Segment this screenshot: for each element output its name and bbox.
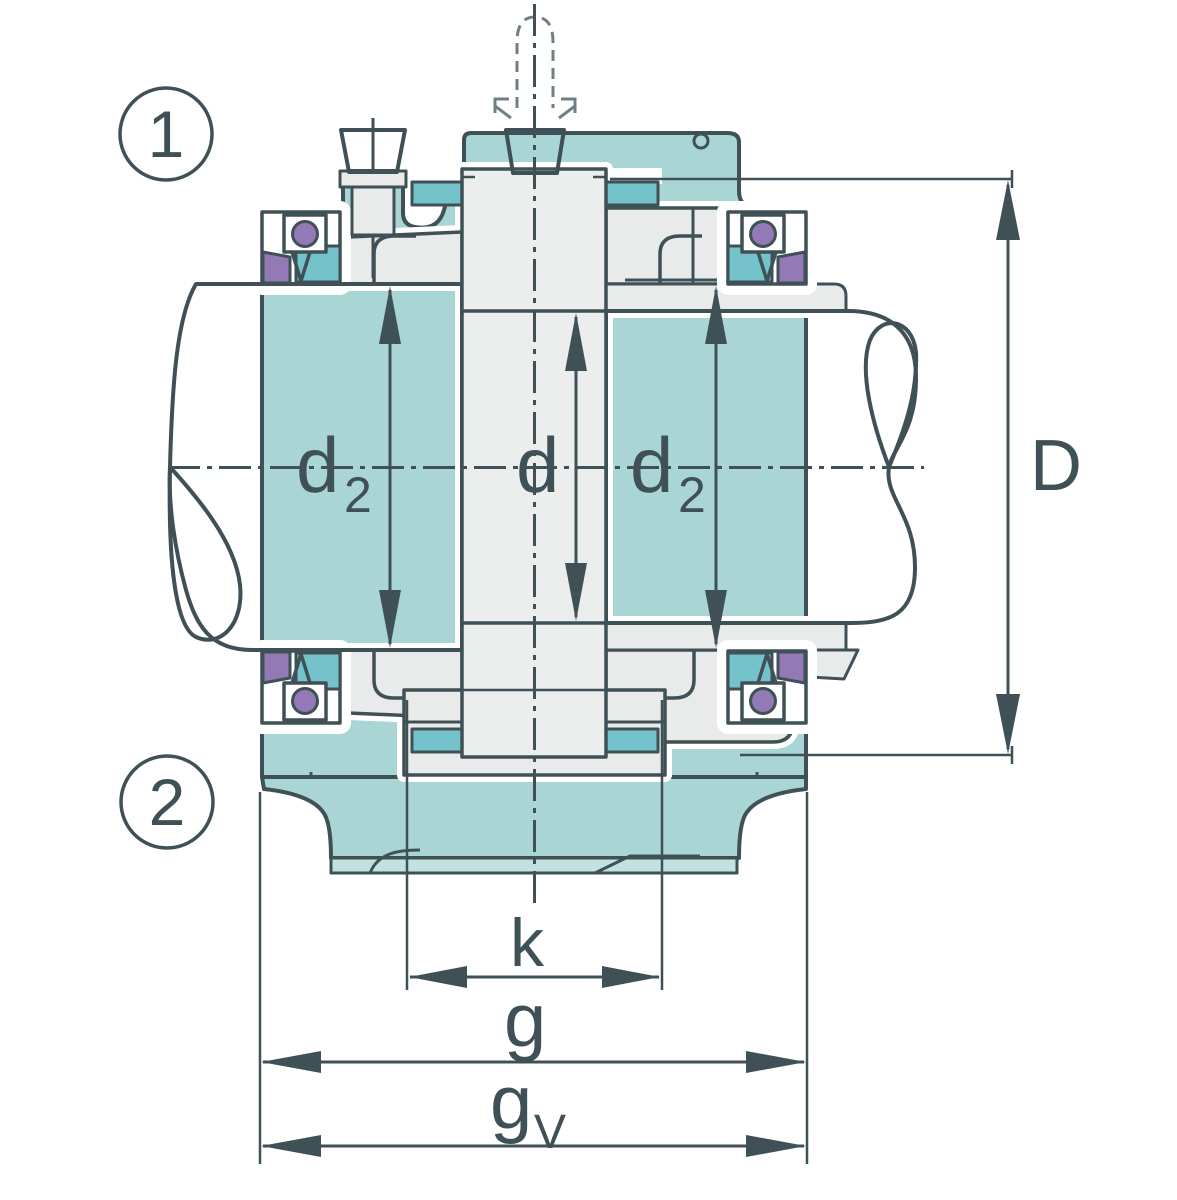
left-nipple-stem	[350, 185, 396, 237]
alt-nipple-hook-left	[493, 97, 512, 120]
bottom-right-retainer-hook	[652, 650, 696, 700]
g-arrowhead-right	[746, 1051, 806, 1073]
lube-groove-bottom-right	[604, 727, 660, 754]
callout-2-number: 2	[149, 765, 186, 839]
lube-groove-right	[604, 180, 660, 207]
gv-arrowhead-right	[746, 1135, 806, 1157]
dimension-gv	[261, 1135, 806, 1157]
cap-oil-hole	[692, 132, 710, 150]
callout-1: 1	[118, 86, 214, 182]
bottom-left-retainer-hook	[372, 650, 416, 700]
base-foot-detail-left	[368, 848, 421, 874]
g-arrowhead-left	[261, 1051, 321, 1073]
shaft-right-break-curve	[863, 321, 919, 469]
label-d2-right: d	[630, 421, 673, 509]
label-g: g	[504, 978, 546, 1063]
dimension-d2-right	[705, 286, 727, 648]
gv-arrowhead-left	[261, 1135, 321, 1157]
housing-base	[260, 775, 808, 875]
dimension-d2-left	[379, 286, 401, 648]
seal-assembly-bottom-left	[258, 647, 344, 727]
callout-2: 2	[119, 754, 215, 850]
dimension-D	[610, 170, 1020, 764]
d-arrowhead-down	[565, 563, 587, 621]
label-gv: g	[490, 1060, 532, 1145]
dimension-k	[405, 700, 664, 990]
label-k: k	[510, 905, 545, 981]
shaft-left-section	[167, 282, 464, 652]
label-d2-right-sub: 2	[678, 467, 706, 523]
d2-left-arrowhead-down	[379, 590, 401, 648]
alt-nipple-hook-right	[558, 97, 577, 120]
k-arrowhead-right	[602, 966, 660, 988]
label-d2-left: d	[296, 421, 339, 509]
left-nipple-cup	[339, 128, 407, 174]
gap-band-left	[406, 168, 462, 184]
label-d-center: d	[516, 421, 559, 509]
seal-assembly-bottom-right	[724, 647, 810, 727]
base-foot-detail-right	[594, 854, 700, 875]
dimension-d-center	[565, 313, 587, 621]
label-D: D	[1030, 426, 1082, 506]
d2-left-arrowhead-up	[379, 286, 401, 344]
center-grease-nipple	[504, 128, 566, 175]
callout-1-circle	[118, 86, 214, 182]
callout-1-number: 1	[148, 97, 185, 171]
seal-assembly-top-right	[724, 208, 810, 288]
top-right-retainer-hook	[658, 234, 702, 284]
lube-groove-bottom-left	[410, 727, 464, 754]
D-arrowhead-down	[996, 694, 1020, 754]
D-arrowhead-up	[996, 180, 1020, 240]
housing-base-body	[260, 775, 808, 860]
k-arrowhead-left	[409, 966, 467, 988]
dimension-g	[258, 792, 809, 1164]
shaft-left-break-curve	[167, 465, 243, 642]
d2-right-arrowhead-up	[705, 286, 727, 344]
d2-right-arrowhead-down	[705, 590, 727, 648]
label-gv-sub: V	[534, 1106, 566, 1159]
lube-groove-left	[410, 180, 464, 207]
shaft	[167, 282, 919, 652]
label-d2-left-sub: 2	[344, 467, 372, 523]
left-grease-nipple	[338, 118, 408, 278]
d-arrowhead-up	[565, 313, 587, 371]
seal-assembly-top-left	[258, 208, 344, 288]
callout-2-circle	[119, 754, 215, 850]
